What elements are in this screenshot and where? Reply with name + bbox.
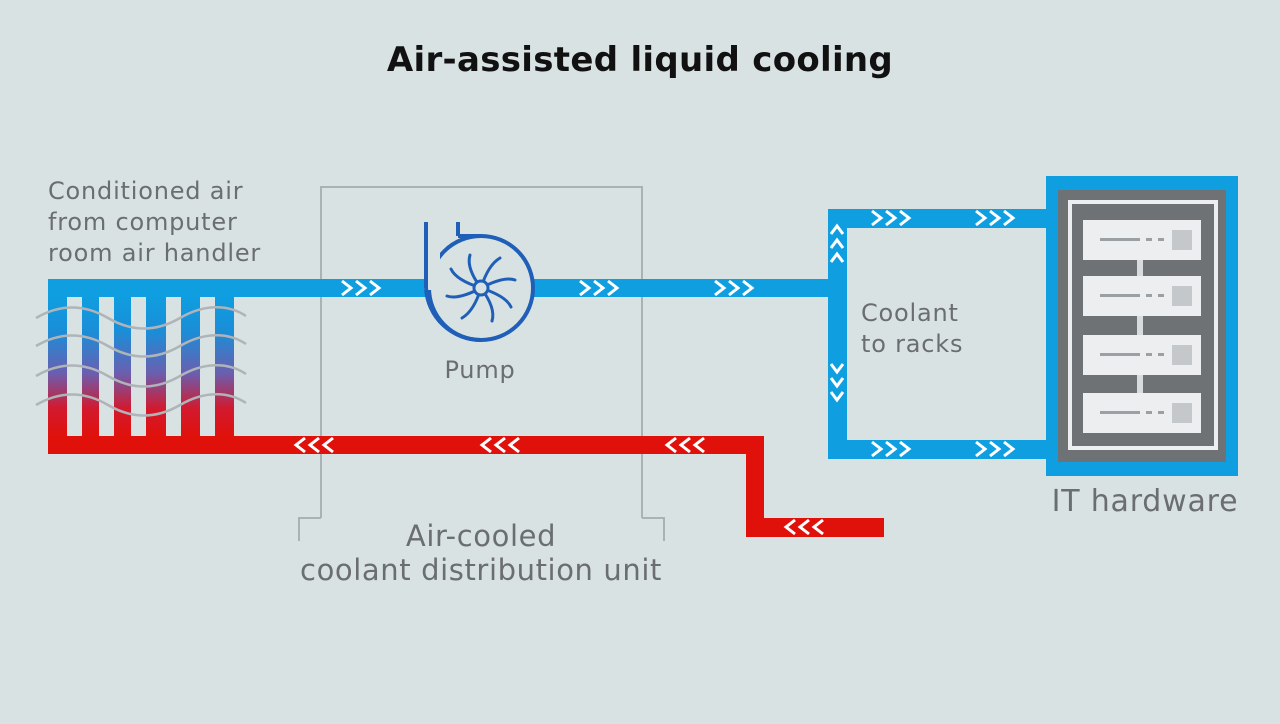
diagram-title: Air-assisted liquid cooling [386, 40, 894, 80]
cdu-enclosure [298, 186, 665, 541]
cdu-label: Air-cooled coolant distribution unit [276, 519, 686, 587]
conditioned-air-line-1: Conditioned air [48, 177, 244, 205]
pump-icon [424, 220, 535, 343]
coolant-line-1: Coolant [861, 299, 959, 327]
server-unit [1083, 276, 1201, 316]
airflow-waves [35, 306, 247, 417]
cdu-line-1: Air-cooled [405, 519, 557, 553]
server-rack-icon [1046, 176, 1238, 476]
server-unit [1083, 335, 1201, 375]
flow-chevrons-cold [341, 209, 1016, 458]
coolant-line-2: to racks [861, 330, 964, 358]
hot-return-line [48, 436, 884, 537]
it-hardware-label: IT hardware [1051, 484, 1239, 519]
coolant-to-racks-label: Coolant to racks [861, 298, 1021, 360]
flow-chevrons-hot [293, 436, 824, 536]
server-unit [1083, 393, 1201, 433]
server-unit [1083, 220, 1201, 260]
cdu-line-2: coolant distribution unit [300, 553, 662, 587]
pump-label: Pump [444, 356, 516, 384]
conditioned-air-line-3: room air handler [48, 239, 262, 267]
conditioned-air-line-2: from computer [48, 208, 238, 236]
conditioned-air-label: Conditioned air from computer room air h… [48, 176, 348, 269]
